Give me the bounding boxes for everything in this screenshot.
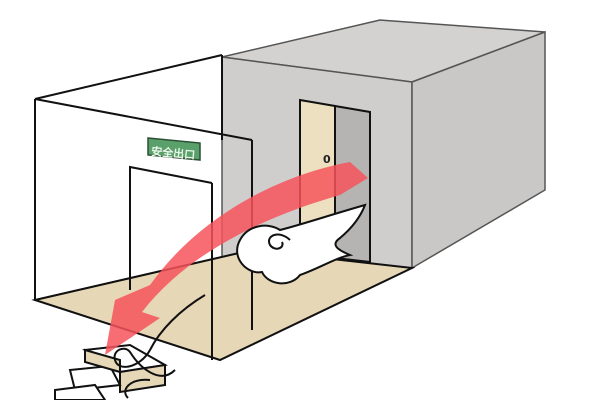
exit-sign: 安全出口 [147,137,201,162]
left-wall [35,55,222,140]
left-room-inner-edge [34,98,253,141]
floor-back-edge [34,249,253,301]
smoke-curl [268,233,291,250]
stair-mid-step [68,364,122,392]
floor-surface [31,248,416,362]
smoke-swirl [113,203,367,399]
exit-stairs [54,343,168,400]
stair-low-step [54,383,107,400]
smoke-cloud [236,203,367,285]
gray-box-side [411,30,546,270]
door-knob: 0 [323,153,331,166]
smoke-trail-lower [124,378,151,399]
smoke-trail [113,294,206,377]
svg-text:安全出口: 安全出口 [151,144,196,162]
corridor-walls [34,54,253,360]
evacuation-arrow [105,162,368,355]
arrow-body [105,162,368,355]
exit-door-frame [129,165,213,290]
left-room-top-edge [34,54,223,100]
corridor-floor [31,248,416,362]
